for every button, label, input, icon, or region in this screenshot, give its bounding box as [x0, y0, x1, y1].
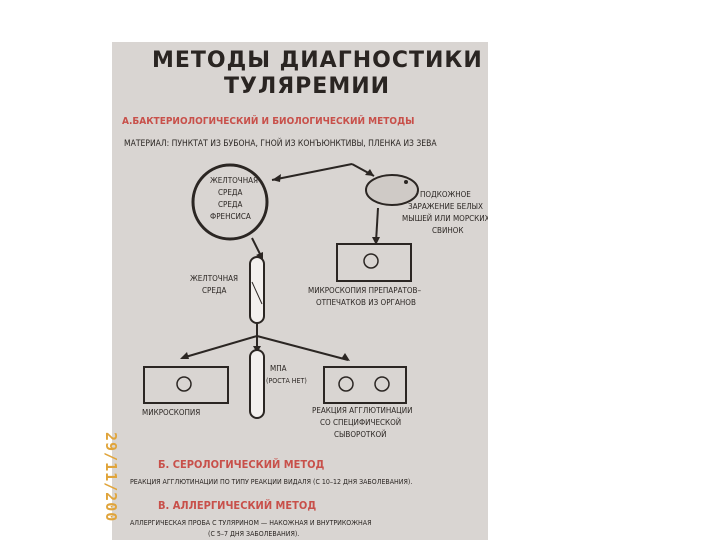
mouse-eye-icon	[404, 180, 408, 184]
organ-smear-slide	[336, 243, 412, 282]
mpa-label-1: МПА	[270, 364, 287, 373]
date-stamp: 29/11/200	[102, 432, 120, 523]
colony-icon-left	[176, 376, 192, 392]
circle-label-3: СРЕДА	[218, 200, 243, 209]
microscopy-label: МИКРОСКОПИЯ	[142, 408, 201, 417]
animal-label-2: ЗАРАЖЕНИЕ БЕЛЫХ	[408, 202, 483, 211]
title-line-2: ТУЛЯРЕМИИ	[224, 74, 391, 99]
agglutinate-icon-2	[374, 376, 390, 392]
section-c-heading: В. АЛЛЕРГИЧЕСКИЙ МЕТОД	[158, 499, 317, 512]
arrow-animal-to-slide	[375, 207, 379, 243]
arrowhead-right	[341, 353, 350, 361]
yolk-medium-circle	[191, 163, 269, 241]
section-c-text-2: (С 5–7 ДНЯ ЗАБОЛЕВАНИЯ).	[208, 530, 300, 538]
agglutination-label-2: СО СПЕЦИФИЧЕСКОЙ	[320, 418, 402, 427]
agglutination-label-3: СЫВОРОТКОЙ	[334, 430, 387, 439]
mpa-tube	[249, 349, 265, 419]
branch-right	[256, 335, 349, 361]
arrowhead-slide	[372, 237, 380, 245]
mpa-label-2: (РОСТА НЕТ)	[266, 377, 307, 385]
animal-label-1: ПОДКОЖНОЕ	[420, 190, 471, 199]
section-a-heading: А.БАКТЕРИОЛОГИЧЕСКИЙ И БИОЛОГИЧЕСКИЙ МЕТ…	[122, 116, 415, 127]
title-line-1: МЕТОДЫ ДИАГНОСТИКИ	[152, 48, 483, 73]
organ-microscopy-1: МИКРОСКОПИЯ ПРЕПАРАТОВ–	[308, 286, 422, 295]
agglutinate-icon-1	[338, 376, 354, 392]
section-b-heading: Б. СЕРОЛОГИЧЕСКИЙ МЕТОД	[158, 458, 325, 471]
circle-label-2: СРЕДА	[218, 188, 243, 197]
arrowhead-left	[180, 352, 189, 359]
arrowhead-circle	[272, 174, 281, 182]
circle-label-4: ФРЕНСИСА	[210, 212, 251, 221]
tube-label-1: ЖЕЛТОЧНАЯ	[190, 274, 239, 283]
diagram-drawing	[143, 163, 419, 419]
tube-label-2: СРЕДА	[202, 286, 227, 295]
circle-label-1: ЖЕЛТОЧНАЯ	[210, 176, 259, 185]
arrowhead-animal	[365, 169, 374, 176]
yolk-tube	[249, 256, 265, 324]
microscopy-slide	[143, 366, 229, 404]
tularemia-poster: МЕТОДЫ ДИАГНОСТИКИ ТУЛЯРЕМИИ А.БАКТЕРИОЛ…	[112, 42, 488, 540]
organ-microscopy-2: ОТПЕЧАТКОВ ИЗ ОРГАНОВ	[316, 298, 416, 307]
branch-left	[181, 335, 258, 359]
animal-label-3: МЫШЕЙ ИЛИ МОРСКИХ	[402, 214, 488, 223]
section-b-text: РЕАКЦИЯ АГГЛЮТИНАЦИИ ПО ТИПУ РЕАКЦИИ ВИД…	[130, 478, 413, 486]
agglutination-slide	[323, 366, 407, 404]
section-c-text: АЛЛЕРГИЧЕСКАЯ ПРОБА С ТУЛЯРИНОМ — НАКОЖН…	[130, 519, 372, 527]
tube-slant	[251, 281, 263, 305]
colony-icon	[363, 253, 379, 269]
material-line: МАТЕРИАЛ: ПУНКТАТ ИЗ БУБОНА, ГНОЙ ИЗ КОН…	[124, 139, 437, 149]
agglutination-label-1: РЕАКЦИЯ АГГЛЮТИНАЦИИ	[312, 406, 413, 415]
arrow-to-circle	[271, 163, 353, 181]
animal-label-4: СВИНОК	[432, 226, 464, 235]
mouse-icon	[365, 174, 419, 206]
